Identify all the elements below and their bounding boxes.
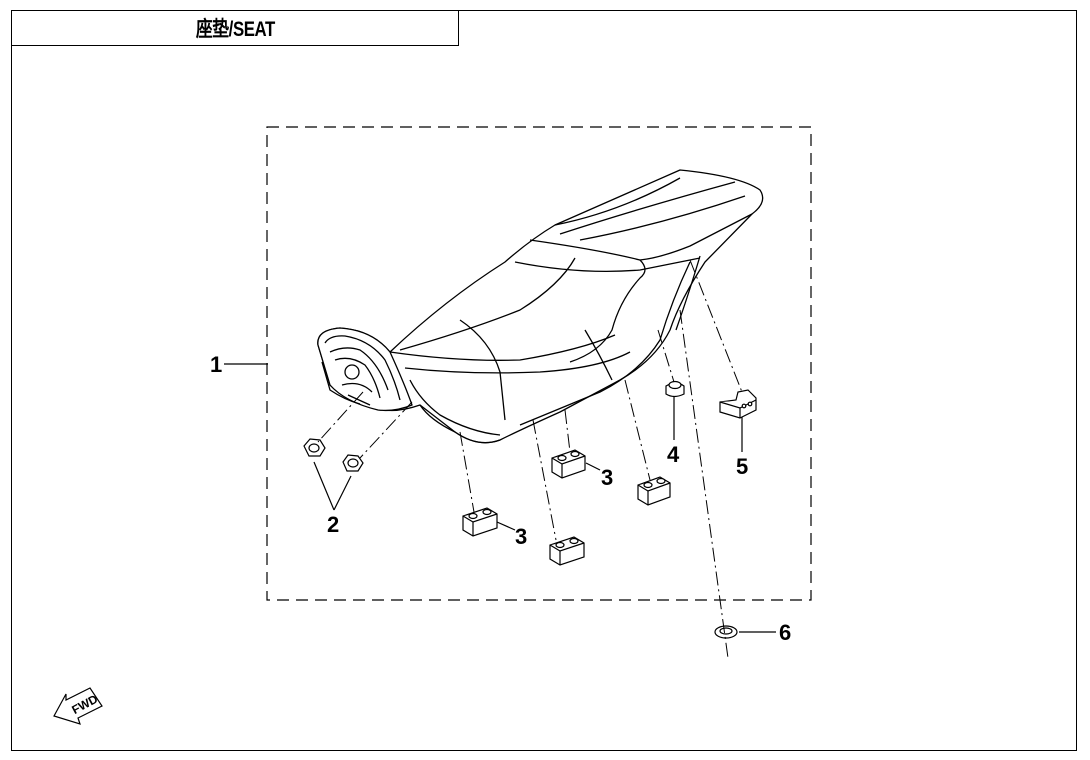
title-box: 座垫/SEAT <box>11 10 459 46</box>
leader-lines <box>224 363 776 633</box>
fwd-arrow-icon: FWD <box>53 687 103 725</box>
seat-assembly <box>317 169 764 444</box>
damper-block <box>462 507 498 537</box>
clip-nut <box>714 625 738 639</box>
nuts <box>303 438 364 472</box>
assembly-lines <box>317 259 743 659</box>
callout-3a: 3 <box>601 465 613 490</box>
damper-block <box>549 536 585 566</box>
page-title: 座垫/SEAT <box>195 18 275 41</box>
callout-labels: 1 2 3 3 4 5 6 <box>210 352 791 645</box>
damper-blocks <box>462 449 671 566</box>
callout-5: 5 <box>736 454 748 479</box>
latch-bracket <box>719 389 757 419</box>
callout-3b: 3 <box>515 524 527 549</box>
drawing-frame <box>11 10 1077 751</box>
callout-1: 1 <box>210 352 222 377</box>
grommet <box>665 380 685 398</box>
nut <box>342 454 364 472</box>
nut <box>303 438 326 457</box>
damper-block <box>551 449 586 479</box>
callout-4: 4 <box>667 442 680 467</box>
callout-6: 6 <box>779 620 791 645</box>
callout-2: 2 <box>327 512 339 537</box>
damper-block <box>637 476 671 506</box>
